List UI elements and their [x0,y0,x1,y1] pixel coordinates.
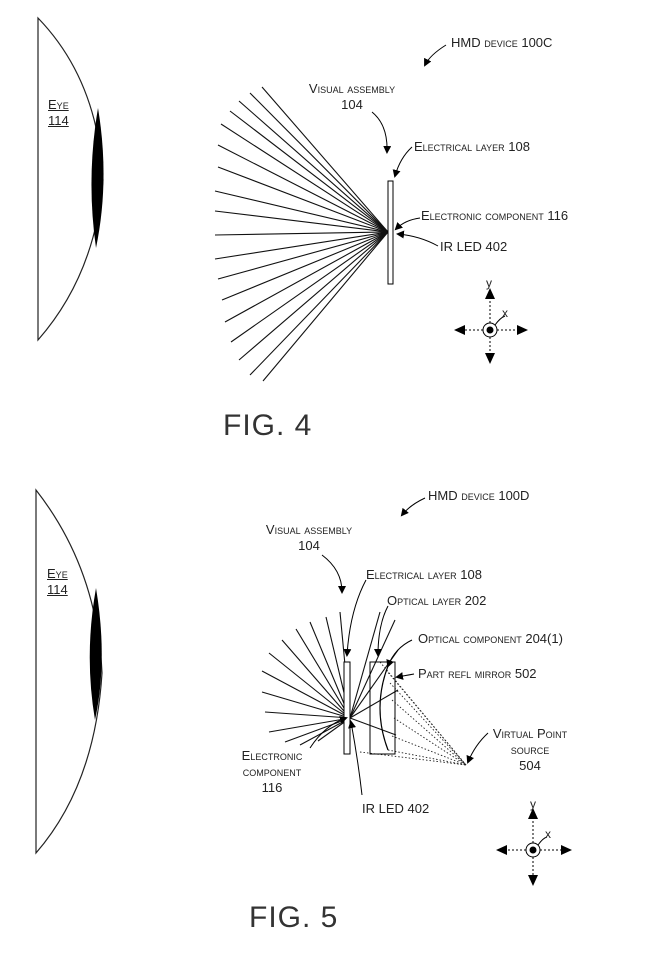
ir-led-label-fig5: IR LED 402 [362,801,430,816]
virtual-ray-fig5-2 [385,669,467,766]
ir-led-label-fig4: IR LED 402 [440,239,508,254]
electronic-component-label-fig4: Electronic component 116 [421,208,569,223]
device-label-fig4: HMD device 100C [451,35,553,50]
visual-assembly-line2-fig4: 104 [341,97,363,112]
visual-assembly-line1-fig5: Visual assembly [265,522,353,537]
leader-ir-led-fig4 [396,230,439,247]
electrical-layer-fig5 [343,661,351,755]
electrical-layer-label-fig4: Electrical layer 108 [414,139,530,154]
part-refl-mirror-label-fig5: Part refl mirror 502 [418,666,537,681]
ray-fig4-11 [214,231,389,260]
figure-caption-fig5: FIG. 5 [249,901,339,934]
optical-layer-label-fig5: Optical layer 202 [387,593,487,608]
ray-fig4-15 [230,231,389,343]
eye-label-fig5: Eye 114 [47,566,68,598]
ray-fig5-through-5 [349,717,397,736]
leader-electronic-component-fig4 [394,217,421,231]
leader-device-fig5 [400,497,426,517]
leader-visual-assembly-fig5 [321,554,346,594]
virtual-line3-fig5: 504 [519,758,541,773]
optical-layer-fig5 [369,661,396,755]
axis-y-label-fig4: y [486,276,492,290]
electronic-line1-fig5: Electronic [241,748,303,763]
leader-optical-layer-fig5 [374,605,389,657]
eye-label-fig4: Eye 114 [48,97,69,129]
light-ray-fan-fig5 [261,611,399,746]
ray-fig4-7 [217,166,389,233]
leader-visual-assembly-fig4 [371,111,392,154]
ray-fig4-1 [261,86,389,233]
part-refl-mirror-fig5 [379,665,389,751]
ray-fig5-8 [261,691,351,719]
electrical-layer-label-fig5: Electrical layer 108 [366,567,482,582]
axis-x-label-fig4: x [502,306,508,320]
leader-virtual-source-fig5 [466,732,489,764]
figure-caption-fig4: FIG. 4 [223,409,313,442]
ray-fig5-7 [261,670,351,719]
eye-lens-fig4 [91,108,104,248]
ray-fig4-16 [238,231,389,361]
eye-number-fig5: 114 [47,582,68,597]
virtual-ray-fig5-4 [391,699,467,766]
ray-fig5-through-2 [349,619,396,719]
ray-fig4-8 [214,190,389,233]
ray-fig4-17 [249,231,389,376]
virtual-ray-fig5-6 [391,735,467,766]
optical-component-label-fig5: Optical component 204(1) [418,631,563,646]
ray-fig5-3 [309,621,351,719]
electronic-line3-fig5: 116 [261,780,283,795]
eye-word-fig5: Eye [47,566,68,581]
eye-lens-fig5 [89,588,102,720]
ray-fig5-10 [268,717,351,733]
axis-y-label-fig5: y [530,797,536,811]
ray-fig4-2 [249,92,389,233]
eye-number-fig4: 114 [48,113,69,128]
electronic-line2-fig5: component [242,764,302,779]
visual-assembly-line2-fig5: 104 [298,538,320,553]
virtual-point-source-label-fig5: Virtual Point source 504 [470,726,590,774]
light-ray-fan-fig4 [214,86,389,382]
ray-fig4-3 [238,100,389,233]
electrical-layer-fig4 [387,180,394,285]
ray-fig4-12 [217,231,389,280]
ray-fig4-10 [214,231,389,236]
leader-electronic-component-fig5 [309,716,348,749]
ray-fig4-18 [262,231,389,382]
ray-fig4-9 [214,210,389,233]
ray-fig4-6 [217,144,389,233]
leader-electrical-layer-fig4 [392,146,413,178]
visual-assembly-label-fig5: Visual assembly 104 [244,522,374,554]
axis-x-label-fig5: x [545,827,551,841]
visual-assembly-label-fig4: Visual assembly 104 [292,81,412,113]
ray-fig4-5 [220,123,389,233]
leader-ir-led-fig5 [348,720,363,796]
leader-mirror-fig5 [395,672,415,680]
virtual-ray-fig5-7 [387,749,467,766]
ray-fig5-5 [281,639,351,719]
leader-device-fig4 [424,44,447,67]
ray-fig4-13 [221,231,389,301]
axis-symbol-fig5 [496,808,572,886]
leader-optical-component-fig5 [386,639,413,668]
device-label-fig5: HMD device 100D [428,488,530,503]
eye-word-fig4: Eye [48,97,69,112]
ray-fig5-4 [295,628,351,719]
virtual-line2-fig5: source [510,742,550,757]
eye-outline-fig5 [35,488,103,855]
axis-symbol-fig4 [454,288,528,364]
virtual-ray-fig5-5 [393,717,467,766]
ray-fig5-6 [268,652,351,719]
ray-fig5-through-1 [349,611,381,719]
ray-fig4-14 [224,231,389,323]
ray-fig5-9 [264,711,351,719]
ray-fig4-4 [229,110,389,233]
virtual-ray-fig5-3 [389,682,467,766]
virtual-line1-fig5: Virtual Point [492,726,568,741]
leader-electrical-layer-fig5 [343,579,367,657]
electronic-component-label-fig5: Electronic component 116 [222,748,322,796]
ray-fig5-through-4 [349,689,399,719]
visual-assembly-line1-fig4: Visual assembly [308,81,396,96]
